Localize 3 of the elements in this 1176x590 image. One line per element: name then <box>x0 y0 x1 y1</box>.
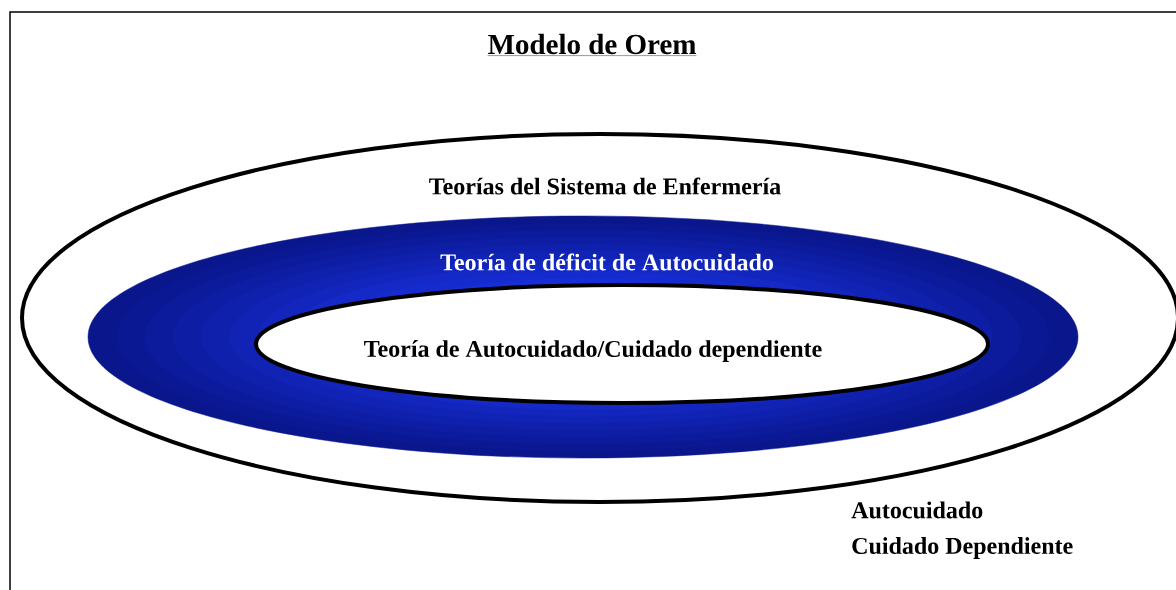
title: Modelo de Orem <box>487 33 697 56</box>
label-text: Autocuidado <box>851 501 983 519</box>
label-text: Cuidado Dependiente <box>852 537 1073 559</box>
